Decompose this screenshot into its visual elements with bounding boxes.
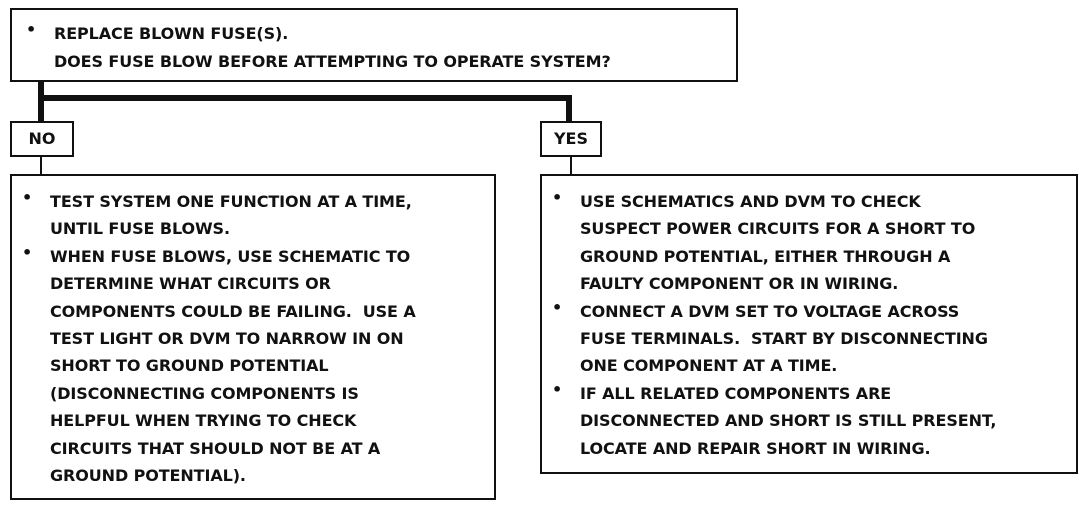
no-action-box: • TEST SYSTEM ONE FUNCTION AT A TIME, UN…: [10, 174, 496, 500]
connector-down-to-yes: [566, 95, 572, 121]
item-line: LOCATE AND REPAIR SHORT IN WIRING.: [580, 438, 931, 458]
item-line: WHEN FUSE BLOWS, USE SCHEMATIC TO: [50, 246, 411, 266]
yes-action-list: • USE SCHEMATICS AND DVM TO CHECK SUSPEC…: [542, 188, 1076, 462]
bullet-icon: •: [552, 297, 563, 317]
item-line: IF ALL RELATED COMPONENTS ARE: [580, 383, 892, 403]
no-action-list: • TEST SYSTEM ONE FUNCTION AT A TIME, UN…: [12, 188, 494, 489]
bullet-icon: •: [552, 379, 563, 399]
list-item: • TEST SYSTEM ONE FUNCTION AT A TIME, UN…: [12, 188, 494, 243]
question-line: DOES FUSE BLOW BEFORE ATTEMPTING TO OPER…: [54, 52, 611, 71]
item-line: GROUND POTENTIAL, EITHER THROUGH A: [580, 246, 951, 266]
item-line: FUSE TERMINALS. START BY DISCONNECTING: [580, 329, 988, 349]
item-line: HELPFUL WHEN TRYING TO CHECK: [50, 411, 357, 431]
item-line: SUSPECT POWER CIRCUITS FOR A SHORT TO: [580, 219, 976, 239]
list-item: • WHEN FUSE BLOWS, USE SCHEMATIC TO DETE…: [12, 243, 494, 490]
bullet-icon: •: [22, 242, 33, 262]
item-line: GROUND POTENTIAL).: [50, 466, 246, 486]
item-line: CONNECT A DVM SET TO VOLTAGE ACROSS: [580, 301, 960, 321]
item-line: TEST LIGHT OR DVM TO NARROW IN ON: [50, 329, 404, 349]
item-line: UNTIL FUSE BLOWS.: [50, 219, 230, 239]
question-line: REPLACE BLOWN FUSE(S).: [54, 24, 289, 43]
item-line: DETERMINE WHAT CIRCUITS OR: [50, 274, 331, 294]
item-line: COMPONENTS COULD BE FAILING. USE A: [50, 301, 416, 321]
bullet-icon: •: [26, 20, 37, 39]
no-branch-label: NO: [10, 121, 74, 157]
list-item: • IF ALL RELATED COMPONENTS ARE DISCONNE…: [542, 380, 1076, 462]
list-item: • USE SCHEMATICS AND DVM TO CHECK SUSPEC…: [542, 188, 1076, 298]
connector-no-to-box: [40, 157, 42, 174]
item-line: (DISCONNECTING COMPONENTS IS: [50, 383, 359, 403]
item-line: USE SCHEMATICS AND DVM TO CHECK: [580, 192, 921, 211]
connector-horizontal: [38, 95, 572, 101]
bullet-icon: •: [22, 188, 33, 207]
connector-yes-to-box: [570, 157, 572, 174]
item-line: FAULTY COMPONENT OR IN WIRING.: [580, 274, 899, 294]
item-line: ONE COMPONENT AT A TIME.: [580, 356, 838, 376]
list-item: • CONNECT A DVM SET TO VOLTAGE ACROSS FU…: [542, 298, 1076, 380]
connector-down-from-question: [38, 82, 44, 121]
item-line: SHORT TO GROUND POTENTIAL: [50, 356, 329, 376]
item-line: CIRCUITS THAT SHOULD NOT BE AT A: [50, 438, 381, 458]
item-line: DISCONNECTED AND SHORT IS STILL PRESENT,: [580, 411, 997, 431]
yes-action-box: • USE SCHEMATICS AND DVM TO CHECK SUSPEC…: [540, 174, 1078, 474]
bullet-icon: •: [552, 188, 563, 207]
question-item: • REPLACE BLOWN FUSE(S). DOES FUSE BLOW …: [12, 20, 736, 76]
item-line: TEST SYSTEM ONE FUNCTION AT A TIME,: [50, 192, 412, 211]
yes-branch-label: YES: [540, 121, 602, 157]
question-box: • REPLACE BLOWN FUSE(S). DOES FUSE BLOW …: [10, 8, 738, 82]
